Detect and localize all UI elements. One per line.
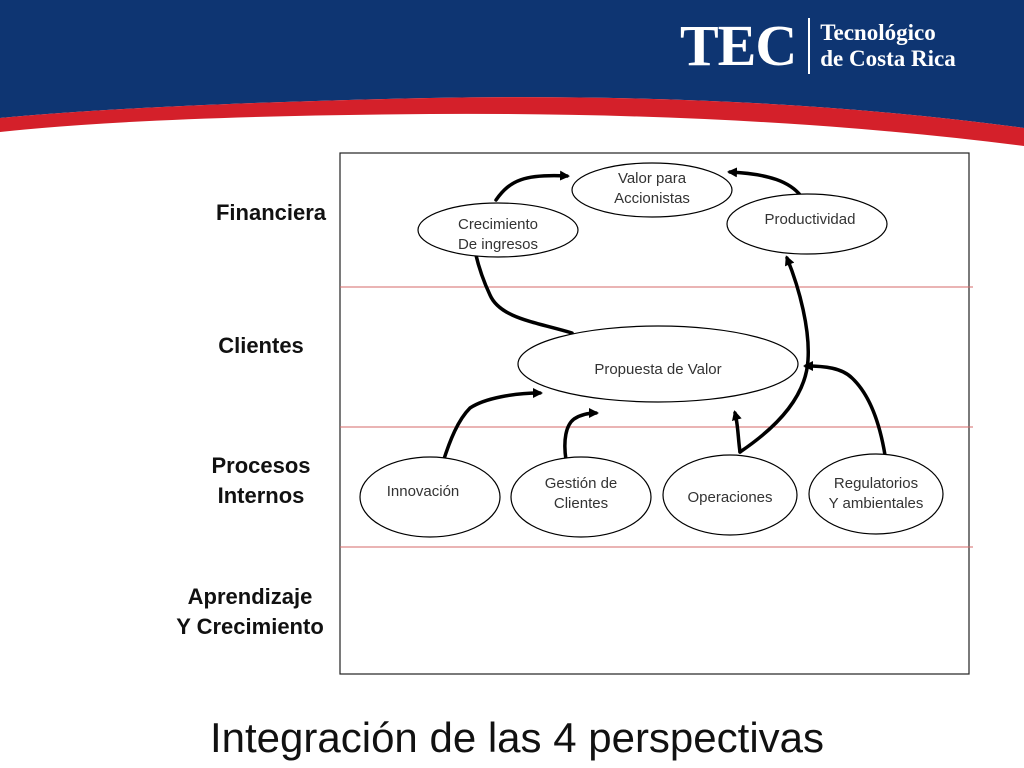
arrow-gestion-to-propuesta xyxy=(563,408,599,462)
tec-logo: TEC Tecnológico de Costa Rica xyxy=(680,14,956,78)
node-productividad-shape xyxy=(726,193,888,255)
slide-title: Integración de las 4 perspectivas xyxy=(209,714,825,761)
node-valor-line-2: Accionistas xyxy=(614,190,690,207)
node-innovacion-text: Innovación xyxy=(386,483,460,500)
node-crecimiento-line-2: De ingresos xyxy=(457,236,539,253)
node-gestion-line-2: Clientes xyxy=(553,495,609,512)
node-crecimiento-ingresos: Crecimiento De ingresos xyxy=(418,212,578,258)
arrow-regulatorios-to-propuesta xyxy=(803,361,887,457)
node-propuesta-text: Propuesta de Valor xyxy=(594,361,722,378)
node-gestion-line-1: Gestión de xyxy=(544,475,618,492)
node-innovacion-shape xyxy=(359,456,501,538)
label-aprendizaje-line-1: Aprendizaje xyxy=(187,584,313,609)
node-operaciones-text: Operaciones xyxy=(687,489,773,506)
label-procesos-line-2: Internos xyxy=(217,483,305,508)
header-banner: TEC Tecnológico de Costa Rica xyxy=(0,0,1024,150)
logo-mark: TEC xyxy=(680,13,797,78)
node-productividad: Productividad xyxy=(730,206,890,234)
logo-line-2: de Costa Rica xyxy=(820,46,956,71)
node-valor-accionistas: Valor para Accionistas xyxy=(572,166,732,212)
node-valor-line-1: Valor para xyxy=(617,170,687,187)
label-financiera-text: Financiera xyxy=(215,200,327,225)
node-regulatorios-shape xyxy=(808,453,944,535)
node-regulatorios-ambientales: Regulatorios Y ambientales xyxy=(806,471,946,517)
label-clientes-text: Clientes xyxy=(218,333,304,358)
node-propuesta-valor-shape xyxy=(517,325,799,403)
node-crecimiento-ingresos-shape xyxy=(417,202,579,258)
node-regulatorios-line-1: Regulatorios xyxy=(833,475,919,492)
node-gestion-clientes-shape xyxy=(510,456,652,538)
label-procesos-line-1: Procesos xyxy=(211,453,311,478)
node-valor-accionistas-shape xyxy=(571,162,733,218)
perspective-label-procesos: Procesos Internos xyxy=(186,451,336,511)
perspective-label-financiera: Financiera xyxy=(196,198,346,228)
node-crecimiento-line-1: Crecimiento xyxy=(457,216,539,233)
node-innovacion: Innovación xyxy=(358,478,488,506)
logo-line-1: Tecnológico xyxy=(820,20,936,45)
arrow-operaciones-to-productividad xyxy=(738,255,811,454)
header-background xyxy=(0,0,1024,146)
logo-text: Tecnológico de Costa Rica xyxy=(820,20,955,72)
perspective-label-aprendizaje: Aprendizaje Y Crecimiento xyxy=(150,582,350,642)
node-propuesta-valor: Propuesta de Valor xyxy=(518,356,798,384)
node-regulatorios-line-2: Y ambientales xyxy=(828,495,924,512)
node-operaciones-shape xyxy=(662,454,798,536)
arrow-crecimiento-to-valor xyxy=(494,170,570,202)
arrow-operaciones-to-propuesta xyxy=(732,410,742,454)
logo-divider xyxy=(808,18,811,74)
arrow-propuesta-to-crecimiento xyxy=(470,243,574,335)
node-operaciones: Operaciones xyxy=(663,484,797,512)
perspective-label-clientes: Clientes xyxy=(186,331,336,361)
arrow-productividad-to-valor xyxy=(727,167,803,198)
label-aprendizaje-line-2: Y Crecimiento xyxy=(176,614,324,639)
arrow-innovacion-to-propuesta xyxy=(441,388,543,464)
node-productividad-text: Productividad xyxy=(764,211,856,228)
node-gestion-clientes: Gestión de Clientes xyxy=(511,471,651,517)
